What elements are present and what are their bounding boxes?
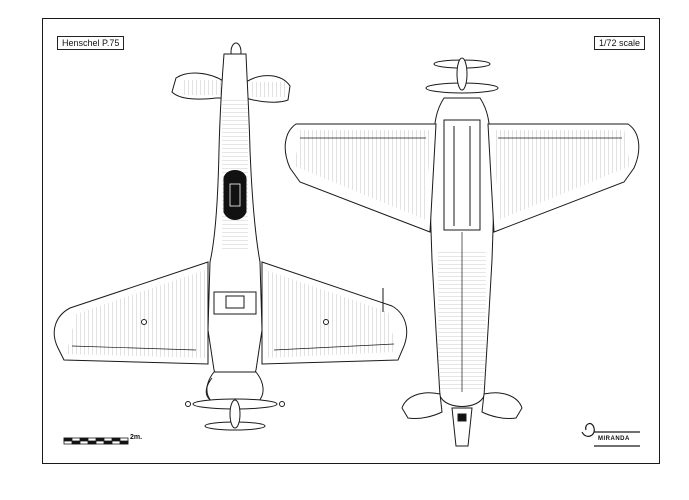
tailplane-ribs-right: [250, 82, 286, 97]
wing-ribs-left: [66, 270, 205, 358]
scale-bar: [63, 437, 129, 445]
tail-cone-b: [451, 407, 473, 447]
nose-cowling: [206, 371, 264, 403]
wing-marker-left: [141, 319, 147, 325]
drawing-title: Henschel P.75: [57, 36, 125, 50]
maker-logo: [581, 422, 640, 447]
spinner-b: [456, 57, 468, 91]
bottom-view-aircraft: [284, 57, 640, 447]
canopy-frame: [229, 183, 241, 207]
tailplane-left-b: [401, 392, 443, 419]
tailplane-ribs-left: [182, 80, 222, 95]
tailplane-right-b: [481, 392, 523, 419]
center-hatch-inner: [225, 295, 245, 309]
top-view-aircraft: [53, 42, 408, 431]
prop-hub-left: [185, 401, 191, 407]
drawing-frame: Henschel P.75 1/72 scale: [42, 18, 660, 464]
maker-name: MIRANDA: [598, 436, 630, 442]
scale-bar-label: 2m.: [130, 434, 143, 441]
wing-ribs-left-b: [294, 130, 430, 220]
spinner: [229, 399, 241, 429]
wing-ribs-right-b: [494, 130, 630, 220]
aileron-line-right: [273, 343, 395, 351]
scale-label: 1/72 scale: [593, 36, 645, 50]
gear-bay-b: [443, 119, 481, 231]
prop-hub-right: [279, 401, 285, 407]
wing-ribs-right: [265, 270, 396, 358]
tail-marker-b: [457, 413, 467, 422]
canopy: [223, 170, 247, 220]
wing-marker-right: [323, 319, 329, 325]
aileron-line-left: [71, 345, 197, 351]
